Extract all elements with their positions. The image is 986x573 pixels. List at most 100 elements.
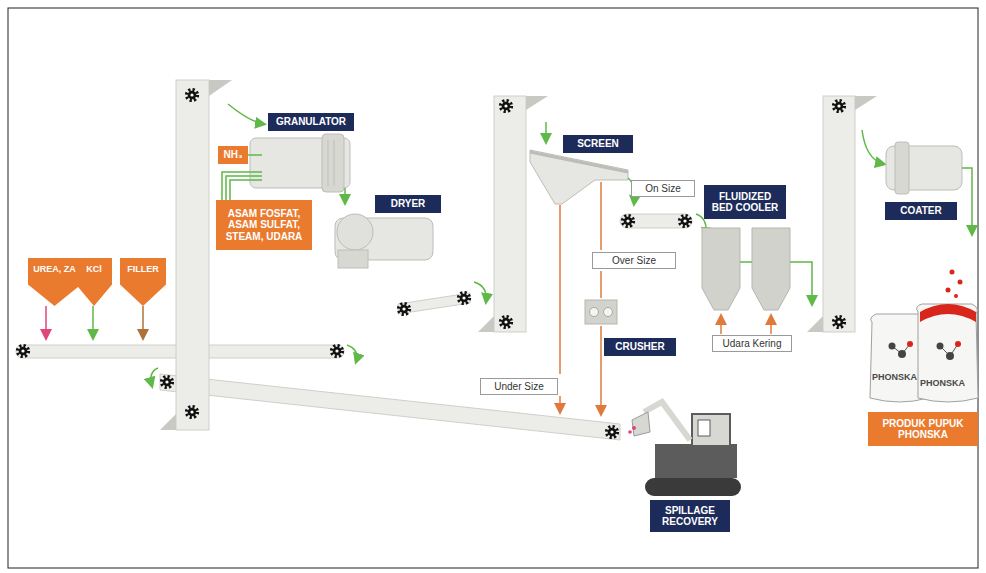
coater-drum <box>886 142 972 234</box>
fluidized-bed-cooler <box>770 316 772 334</box>
granulator-drum <box>334 140 335 186</box>
hopper-arrows <box>92 306 94 338</box>
hopper-arrows <box>46 306 143 338</box>
node-text: DRYER <box>391 198 426 210</box>
hopper-outline <box>28 258 81 306</box>
size-lines <box>559 205 561 374</box>
product-bags <box>954 294 958 298</box>
bucket-elevator <box>807 96 884 332</box>
bucket-elevator <box>545 122 547 142</box>
onsize-conveyor <box>680 216 691 227</box>
bucket-elevator <box>478 316 494 332</box>
node-text: FLUIDIZED BED COOLER <box>710 191 780 214</box>
product-bags <box>889 343 896 350</box>
crusher-unit <box>590 308 599 317</box>
crusher-unit <box>585 300 617 324</box>
granulator-drum <box>230 180 262 200</box>
input-hopper: UREA, ZA <box>28 258 81 306</box>
bucket-elevator <box>823 96 855 332</box>
dryer-drum <box>337 214 373 250</box>
node-text: Udara Kering <box>723 338 782 350</box>
dryer-drum <box>335 214 433 268</box>
excavator <box>644 402 690 440</box>
hopper-arrows <box>45 306 47 338</box>
node-text: FILLER <box>127 264 159 274</box>
crusher-unit <box>604 308 613 317</box>
granulator-drum <box>328 140 329 186</box>
excavator <box>698 420 710 436</box>
coater-drum <box>895 142 909 194</box>
fluidized-bed-cooler <box>720 316 722 334</box>
recycle-conveyor <box>151 368 620 440</box>
hopper-arrows <box>142 306 144 338</box>
input-label: NH₃ <box>218 146 248 164</box>
node-text: SCREEN <box>577 138 619 150</box>
excavator <box>655 444 737 478</box>
node-text: UREA, ZA <box>33 264 76 274</box>
recycle-conveyor <box>607 427 618 438</box>
frame-border <box>8 8 978 568</box>
bucket-elevator <box>526 96 548 110</box>
bucket-elevator <box>209 80 232 96</box>
dryer-conveyor <box>399 304 410 315</box>
equipment-label: CRUSHER <box>604 338 676 356</box>
node-text: GRANULATOR <box>276 116 346 128</box>
recycle-conveyor <box>162 377 173 388</box>
equipment-label: COATER <box>885 202 957 220</box>
bucket-elevator <box>855 96 877 110</box>
node-text: CRUSHER <box>615 341 664 353</box>
product-bags <box>955 341 961 347</box>
bucket-elevator <box>501 317 512 328</box>
granulator-drum <box>222 134 350 203</box>
stream-label: Udara Kering <box>712 335 792 352</box>
hopper-outline <box>76 258 112 306</box>
product-bags <box>907 341 913 347</box>
dryer-conveyor <box>474 282 486 302</box>
node-text: On Size <box>645 183 681 195</box>
dryer-conveyor <box>398 293 470 314</box>
node-text: SPILLAGE RECOVERY <box>656 505 724 528</box>
excavator <box>692 414 730 446</box>
fluidized-bed-cooler <box>702 228 812 334</box>
feed-conveyor <box>18 346 29 357</box>
bucket-elevator <box>494 96 526 332</box>
granulator-drum <box>344 188 346 203</box>
bucket-elevator <box>187 90 198 101</box>
screen-deck <box>530 150 634 204</box>
equipment-label: SCREEN <box>563 135 633 153</box>
bucket-elevator <box>176 80 209 430</box>
product-bags <box>937 343 944 350</box>
product-bags <box>920 304 976 322</box>
node-text: KCl <box>86 264 102 274</box>
size-lines <box>559 396 561 412</box>
fluidized-bed-cooler <box>752 228 790 310</box>
crusher-unit <box>585 300 617 324</box>
equipment-label: FLUIDIZED BED COOLER <box>704 185 786 219</box>
node-text: Over Size <box>612 255 656 267</box>
product-bags <box>917 304 978 402</box>
size-lines <box>600 182 602 250</box>
onsize-conveyor <box>620 214 692 228</box>
recycle-conveyor <box>151 368 158 386</box>
size-lines <box>600 326 602 414</box>
bag-print: PHONSKA <box>872 372 917 382</box>
size-lines <box>560 182 601 414</box>
screen-deck <box>530 152 628 172</box>
granulator-drum <box>222 172 262 200</box>
recycle-conveyor <box>160 374 620 440</box>
stream-label: Over Size <box>592 252 676 269</box>
equipment-label: DRYER <box>375 195 441 213</box>
dryer-conveyor <box>459 293 470 304</box>
coater-drum <box>962 168 972 234</box>
onsize-conveyor <box>620 214 706 236</box>
stream-label: Under Size <box>480 378 558 395</box>
size-lines <box>600 271 602 298</box>
bucket-elevator <box>478 96 548 332</box>
bucket-elevator <box>807 316 823 332</box>
feed-conveyor <box>347 345 357 362</box>
excavator <box>632 426 636 430</box>
bucket-elevator <box>187 407 198 418</box>
excavator <box>628 430 632 434</box>
fluidized-bed-cooler <box>790 262 812 304</box>
bucket-elevator <box>228 104 264 124</box>
